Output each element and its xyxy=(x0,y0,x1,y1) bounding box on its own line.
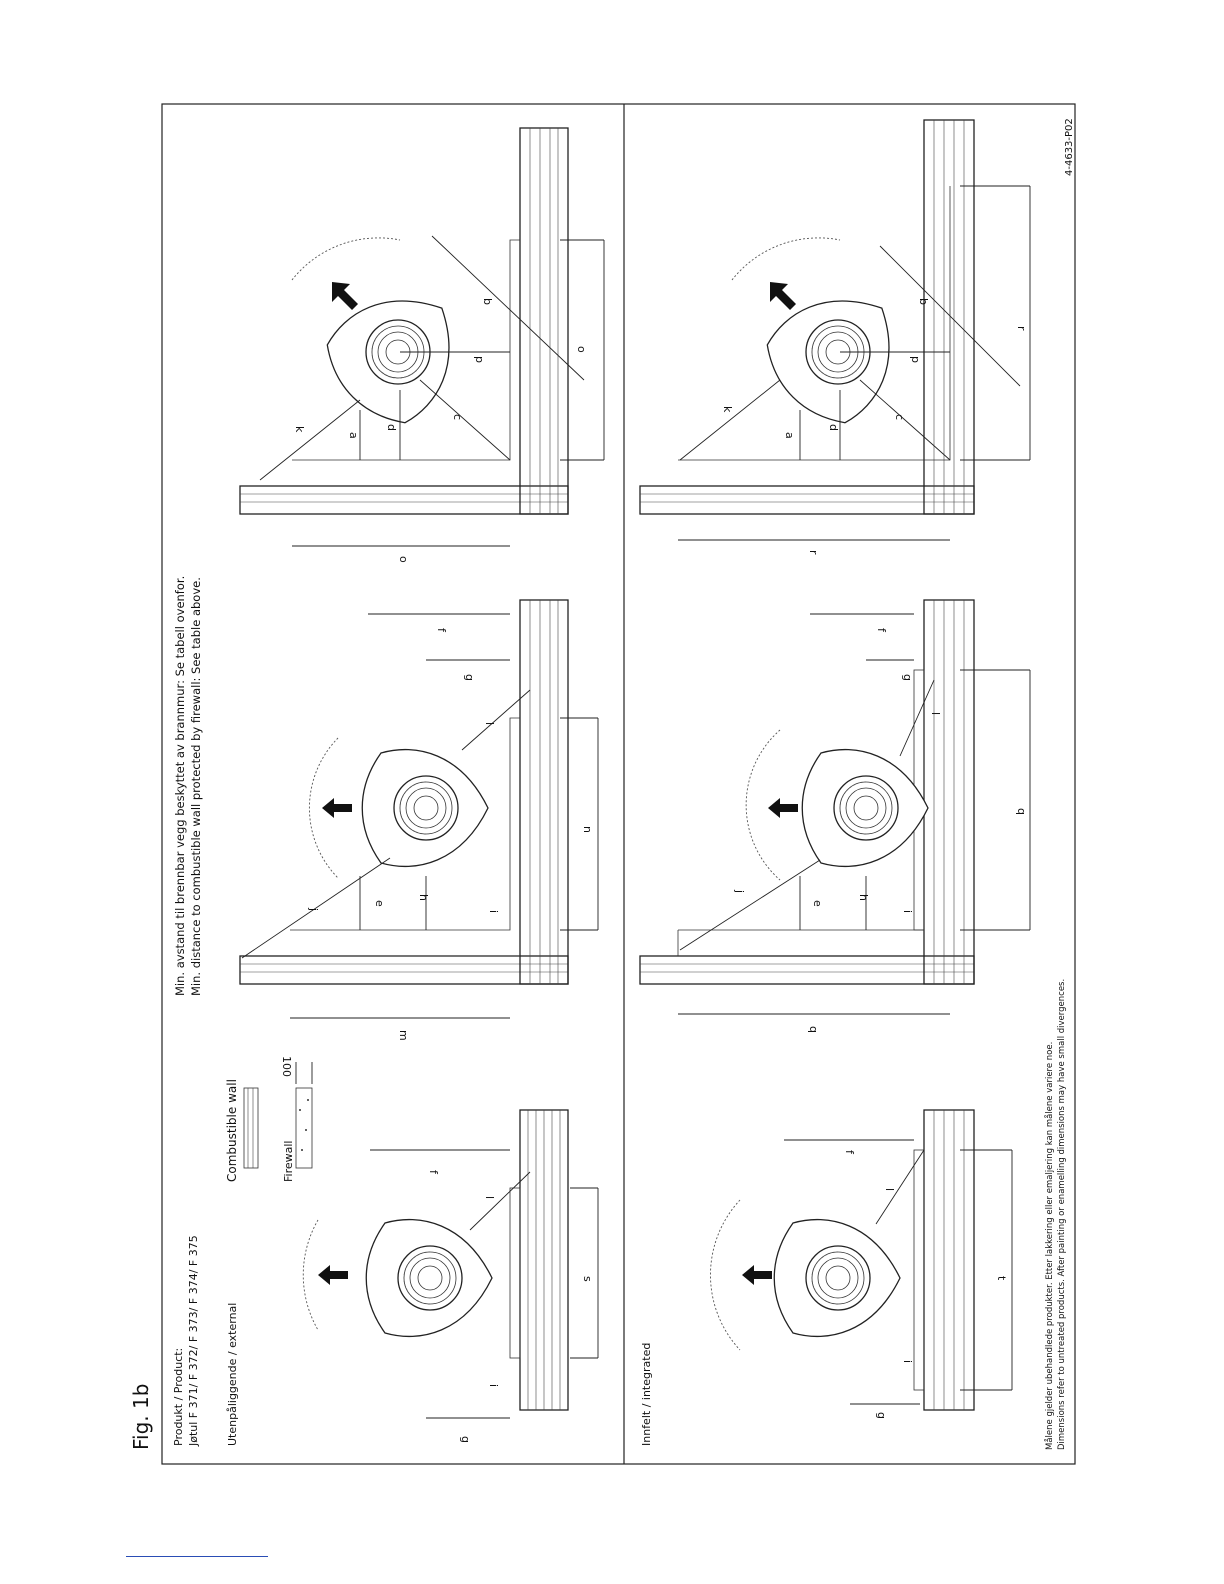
dim-label-e-1: e xyxy=(373,900,386,907)
dim-label-f-4: f xyxy=(875,628,888,633)
diagram-external-corner-angled: o o a d p b c k xyxy=(239,127,605,563)
dim-label-g-2: g xyxy=(463,674,476,681)
legend-firewall-thickness: 100 xyxy=(280,1056,293,1077)
diagram-external-straight: f g l s i xyxy=(302,1109,599,1443)
dim-label-l-2: l xyxy=(483,722,496,725)
legend-firewall: Firewall xyxy=(282,1141,295,1182)
diagram-frame xyxy=(161,103,1076,1465)
legend-firewall-symbol xyxy=(295,1062,313,1169)
dim-label-q-2: q xyxy=(807,1026,820,1033)
dim-label-m: m xyxy=(397,1030,410,1041)
product-label: Produkt / Product: xyxy=(172,1348,185,1446)
dim-label-e-2: e xyxy=(811,900,824,907)
dim-label-d-2: d xyxy=(827,424,840,431)
dim-label-k-1: k xyxy=(293,426,306,433)
drawing-number: 4-4633-P02 xyxy=(1064,118,1075,176)
dim-label-b-1: b xyxy=(481,298,494,305)
section-external-label: Utenpåliggende / external xyxy=(226,1303,239,1446)
dim-label-g-4: g xyxy=(901,674,914,681)
dim-label-p-1: p xyxy=(473,356,486,363)
dim-label-g-1: g xyxy=(459,1436,472,1443)
dim-label-q-1: q xyxy=(1015,808,1028,815)
section-integrated-label: Innfelt / integrated xyxy=(640,1343,653,1446)
diagram-external-corner: f g l n m e h j i xyxy=(239,599,599,1041)
dim-label-f-1: f xyxy=(427,1170,440,1175)
dim-label-j-1: j xyxy=(307,907,320,911)
dim-label-a-1: a xyxy=(347,432,360,439)
legend-combustible-wall-symbol xyxy=(243,1087,259,1169)
product-models: Jøtul F 371/ F 372/ F 373/ F 374/ F 375 xyxy=(187,1235,200,1447)
dim-label-i-2: i xyxy=(487,910,500,913)
dim-label-p-2: p xyxy=(909,356,922,363)
dim-label-l-4: l xyxy=(929,712,942,715)
dim-label-l-3: l xyxy=(883,1188,896,1191)
dim-label-i-1: i xyxy=(487,1384,500,1387)
footer-link-underline[interactable] xyxy=(126,1556,268,1557)
legend-combustible-wall: Combustible wall xyxy=(225,1079,239,1182)
dim-label-a-2: a xyxy=(783,432,796,439)
dim-label-b-2: b xyxy=(917,298,930,305)
min-distance-english: Min. distance to combustible wall protec… xyxy=(189,577,203,996)
dim-label-h-1: h xyxy=(417,894,430,901)
footnote-norwegian: Målene gjelder ubehandlede produkter. Et… xyxy=(1044,1042,1055,1450)
dim-label-d-1: d xyxy=(385,424,398,431)
dim-label-j-2: j xyxy=(733,889,746,893)
min-distance-norwegian: Min. avstand til brennbar vegg beskyttet… xyxy=(173,576,187,996)
dim-label-f-3: f xyxy=(843,1150,856,1155)
dim-label-s: s xyxy=(581,1276,594,1282)
footnote-english: Dimensions refer to untreated products. … xyxy=(1057,979,1067,1450)
dim-label-t: t xyxy=(995,1276,1008,1281)
dim-label-g-3: g xyxy=(875,1412,888,1419)
dim-label-r-1: r xyxy=(807,550,820,555)
diagram-integrated-straight: f g l t i xyxy=(710,1109,1013,1419)
dim-label-c-2: c xyxy=(893,414,906,420)
dim-label-f-2: f xyxy=(435,628,448,633)
dim-label-c-1: c xyxy=(451,414,464,420)
dim-label-i-4: i xyxy=(901,910,914,913)
dim-label-o-2: o xyxy=(575,346,588,353)
dim-label-l-1: l xyxy=(483,1196,496,1199)
dim-label-h-2: h xyxy=(857,894,870,901)
diagram-integrated-corner: f g l q q e h j i xyxy=(639,599,1031,1033)
dim-label-i-3: i xyxy=(901,1360,914,1363)
diagram-integrated-corner-angled: r r a d p b c k xyxy=(639,119,1031,555)
dim-label-o-1: o xyxy=(397,556,410,563)
dim-label-r-2: r xyxy=(1015,326,1028,331)
dim-label-n: n xyxy=(581,826,594,833)
figure-title: Fig. 1b xyxy=(129,1384,153,1450)
dim-label-k-2: k xyxy=(721,406,734,413)
